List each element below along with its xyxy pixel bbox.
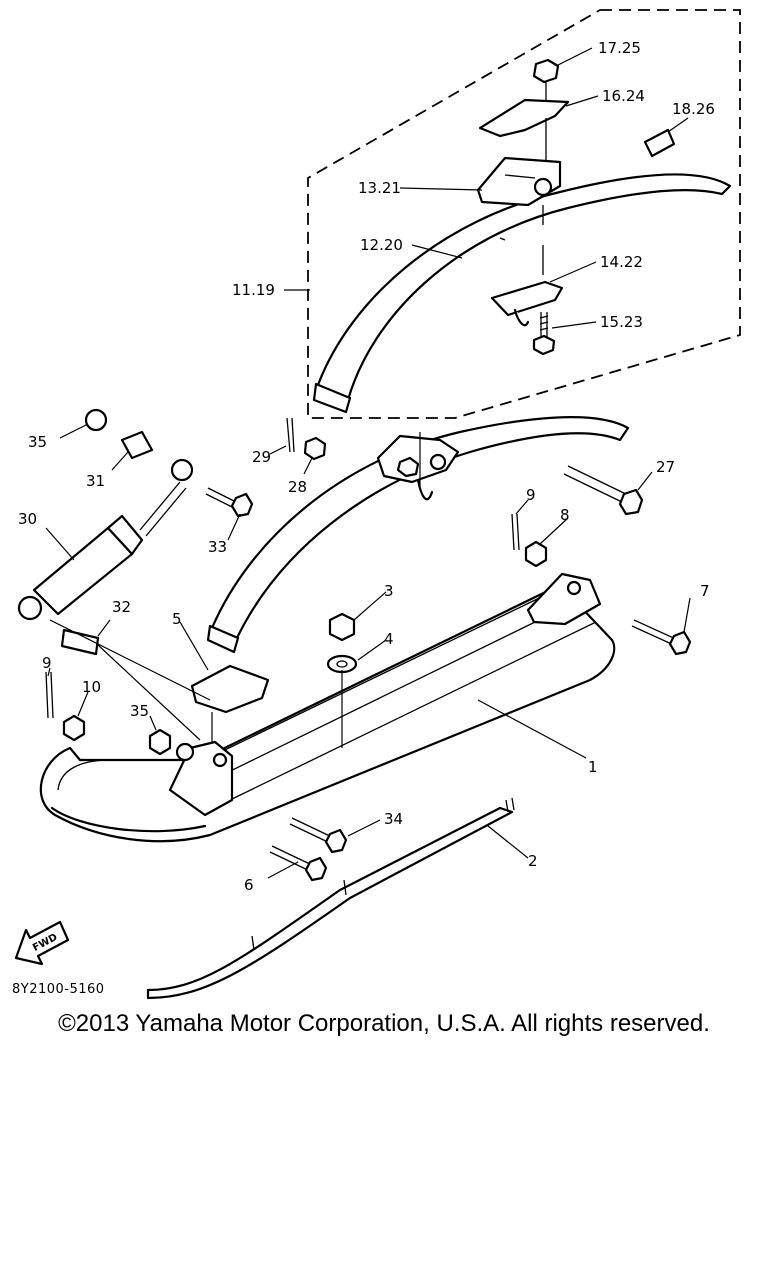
callout-2: 2 [528,852,538,870]
leader-lines [45,47,691,879]
spring-saddle [476,156,562,207]
callout-15-23: 15.23 [600,313,643,331]
bolt-6 [269,845,328,882]
callout-16-24: 16.24 [602,87,645,105]
spring-plate [490,280,564,317]
bushing-35-top [84,408,108,432]
callout-6: 6 [244,876,254,894]
callout-28: 28 [288,478,307,496]
callout-8: 8 [560,506,570,524]
ski-front-bracket [168,740,234,817]
callout-33: 33 [208,538,227,556]
nut-top [532,58,560,84]
callout-29: 29 [252,448,271,466]
cotter-pin-9-front [45,671,54,719]
callout-1: 1 [588,758,598,776]
callout-14-22: 14.22 [600,253,643,271]
bolt-33 [205,487,254,518]
nut-10 [62,714,86,742]
callout-9-front: 9 [42,654,52,672]
spacer-5 [190,664,270,714]
nut-3 [328,612,356,642]
callout-3: 3 [384,582,394,600]
ski-body [39,583,616,843]
cotter-pin-9-rear [511,513,520,551]
collar-32 [60,628,100,656]
callout-27: 27 [656,458,675,476]
spring-bushing [643,128,676,158]
castle-nut-28 [303,436,327,461]
callout-12-20: 12.20 [360,236,403,254]
callout-10: 10 [82,678,101,696]
callout-11-19: 11.19 [232,281,275,299]
washer-4 [326,654,358,674]
fwd-arrow-icon: FWD [14,920,70,966]
subassembly-boundary [307,9,741,419]
leaf-spring-upper [312,173,732,414]
callout-35-front: 35 [130,702,149,720]
callout-4: 4 [384,630,394,648]
nut-8 [524,540,548,568]
shock-absorber [17,458,194,621]
callout-34: 34 [384,810,403,828]
callout-17-25: 17.25 [598,39,641,57]
callout-13-21: 13.21 [358,179,401,197]
clamp [478,98,570,138]
callout-30: 30 [18,510,37,528]
nut-35-front [148,728,172,756]
bolt-34 [289,817,348,854]
collar-31 [120,430,154,460]
callout-31: 31 [86,472,105,490]
callout-5: 5 [172,610,182,628]
callouts: 17.25 16.24 18.26 13.21 12.20 11.19 14.2… [18,39,715,894]
bolt-27 [563,465,644,516]
diagram-code: 8Y2100-5160 [12,982,105,997]
bolt-7 [631,619,692,656]
cotter-pin-29 [286,417,295,453]
callout-32: 32 [112,598,131,616]
callout-7: 7 [700,582,710,600]
callout-35-top: 35 [28,433,47,451]
ski-rear-bracket [526,572,602,626]
wear-rod [146,797,515,1000]
copyright-notice: ©2013 Yamaha Motor Corporation, U.S.A. A… [58,1010,710,1037]
callout-9-rear: 9 [526,486,536,504]
ski-assembly-diagram: FWD 17.25 16.24 18.26 [14,9,741,1000]
callout-18-26: 18.26 [672,100,715,118]
bolt-15 [532,312,556,356]
